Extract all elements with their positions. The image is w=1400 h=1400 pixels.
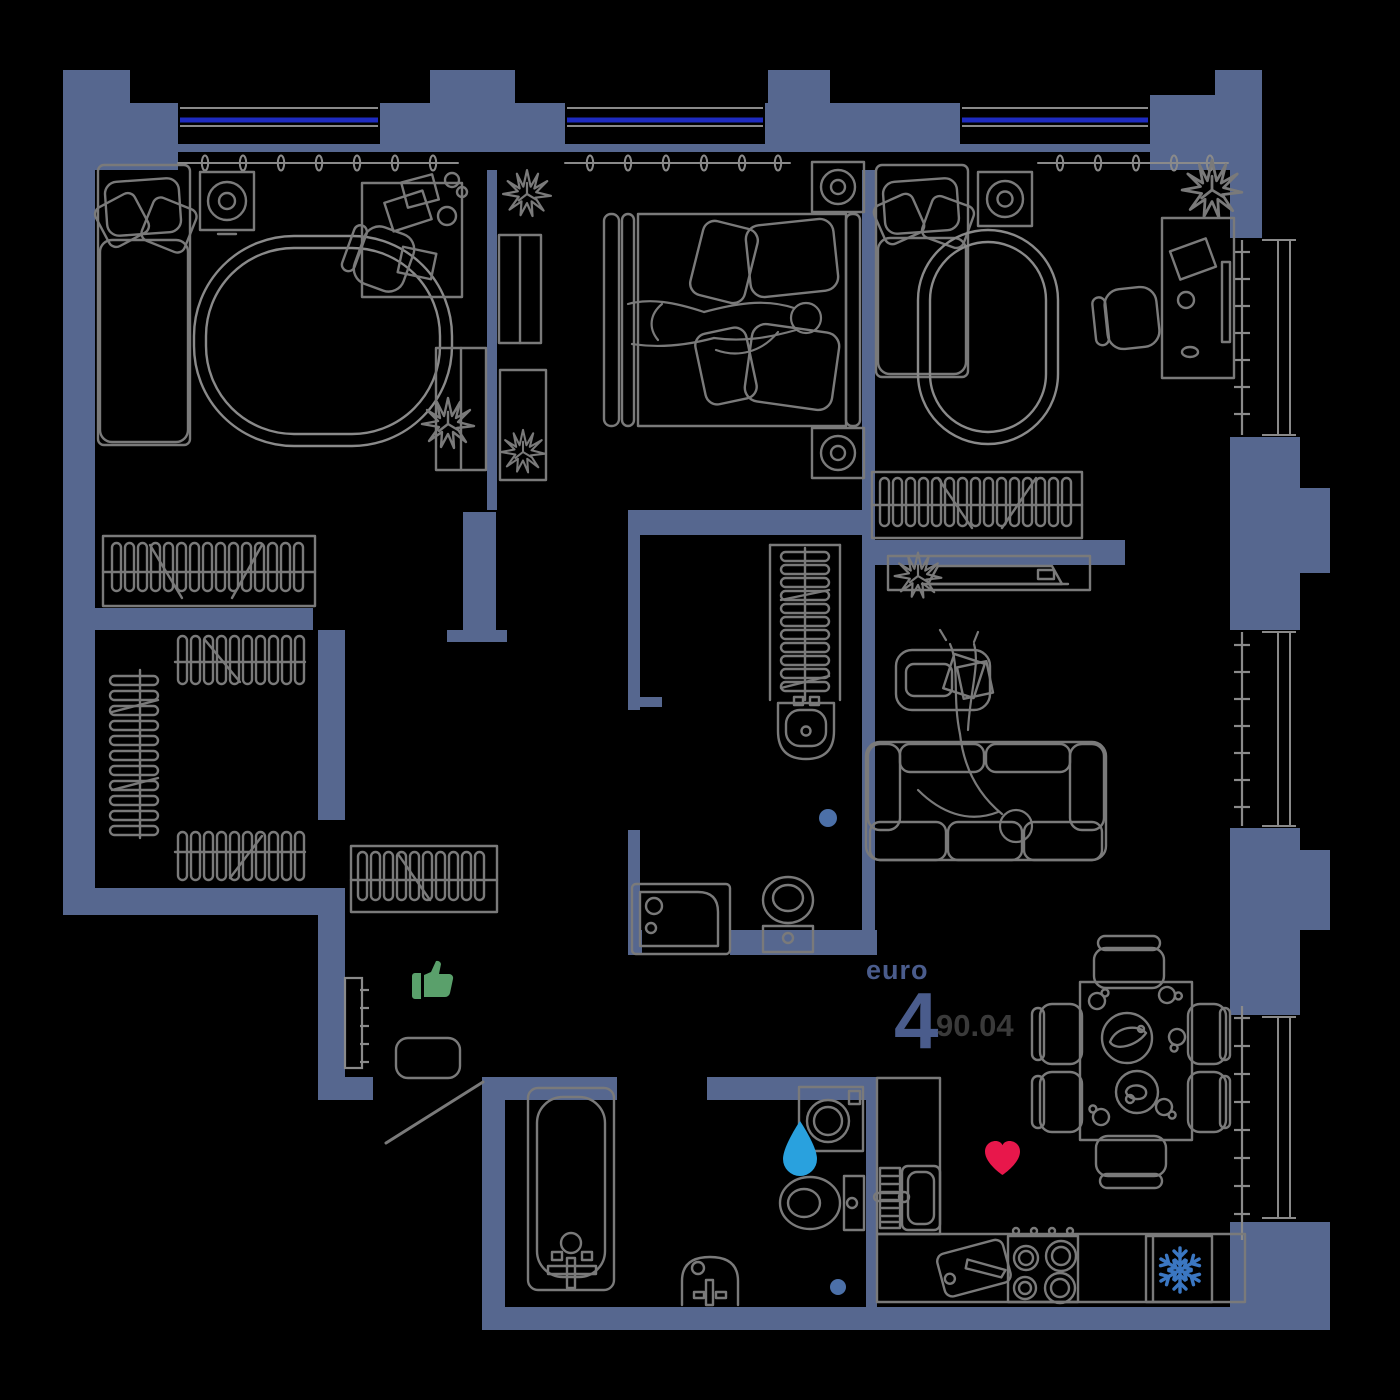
- area-value: 90.04: [936, 1008, 1014, 1043]
- accent-icons: [412, 960, 1204, 1294]
- radiator-hallway: [343, 976, 369, 1070]
- radiator-living: [1232, 632, 1252, 826]
- desk: [1160, 216, 1236, 380]
- curtain-tracks: [177, 154, 1229, 172]
- toilet: [761, 875, 815, 954]
- fridge: [1144, 1234, 1214, 1304]
- floor-drain-dot: [819, 809, 837, 827]
- plate: [1114, 1069, 1160, 1115]
- plan-type-label: euro: [866, 955, 929, 985]
- person-lying: [626, 300, 823, 355]
- wardrobe-top: [101, 534, 317, 608]
- bathroom-lower: [526, 1085, 866, 1307]
- rug: [192, 234, 454, 448]
- bedroom-3: [870, 158, 1244, 540]
- drying-rack: [768, 543, 842, 702]
- dining-area: [1030, 934, 1232, 1190]
- dining-chair: [1186, 1070, 1232, 1134]
- desk: [360, 181, 464, 299]
- nightstand-speaker: [810, 426, 866, 480]
- bathroom-middle: [630, 543, 842, 956]
- thumbs-up-icon: [412, 960, 454, 999]
- dining-chair: [1030, 1070, 1084, 1134]
- walkin-rack-bottom: [173, 830, 307, 882]
- tv-console: [886, 554, 1092, 592]
- bedroom-1: [93, 163, 488, 472]
- sofa: [864, 740, 1108, 862]
- plan-labels: euro 4 90.04: [866, 955, 1014, 1065]
- nightstand-speaker: [810, 160, 866, 214]
- bench: [394, 1036, 462, 1080]
- nightstand-speaker: [976, 170, 1034, 228]
- walkin-rack-left: [108, 668, 160, 840]
- dining-chair: [1092, 934, 1166, 990]
- closet-area: [101, 534, 317, 882]
- sink: [776, 695, 836, 761]
- person-sitting: [916, 628, 1034, 844]
- heart-icon: [985, 1141, 1020, 1175]
- plate-with-fish: [1100, 1011, 1154, 1065]
- radiator-kitchen: [1232, 1006, 1252, 1240]
- sink-small: [680, 1255, 740, 1307]
- kitchen: [872, 1076, 1247, 1305]
- entry-door: [384, 1080, 485, 1145]
- bed: [93, 163, 198, 447]
- floor-drain-dot: [830, 1279, 846, 1295]
- toilet: [778, 1174, 866, 1232]
- cabinet: [434, 346, 488, 472]
- bed: [872, 163, 976, 379]
- hallway: [349, 844, 499, 1145]
- side-table: [894, 648, 995, 712]
- shelf: [497, 233, 543, 345]
- shower: [630, 882, 732, 956]
- radiators: [343, 240, 1252, 1240]
- dining-chair: [1030, 1002, 1084, 1066]
- kitchen-sink: [872, 1164, 942, 1232]
- dining-chair: [1094, 1134, 1168, 1190]
- walkin-rack-top: [173, 634, 307, 686]
- water-drop-icon: [783, 1121, 817, 1176]
- windows: [180, 107, 1296, 1219]
- rug: [916, 228, 1060, 446]
- walls: [63, 70, 1330, 1330]
- living-room: [864, 551, 1108, 862]
- cabinet: [498, 368, 548, 482]
- double-bed: [602, 212, 862, 428]
- wall-shelf: [399, 171, 469, 209]
- rooms-count: 4: [894, 976, 939, 1065]
- stove: [1006, 1226, 1080, 1305]
- nightstand-speaker: [198, 170, 256, 236]
- bedroom-2: [497, 160, 866, 482]
- furniture-layer: [93, 158, 1247, 1307]
- bathtub: [526, 1086, 616, 1292]
- wardrobe: [870, 470, 1084, 540]
- washing-machine: [797, 1085, 865, 1153]
- wardrobe: [349, 844, 499, 914]
- dining-chair: [1186, 1002, 1232, 1066]
- radiator-bedroom3: [1232, 240, 1252, 435]
